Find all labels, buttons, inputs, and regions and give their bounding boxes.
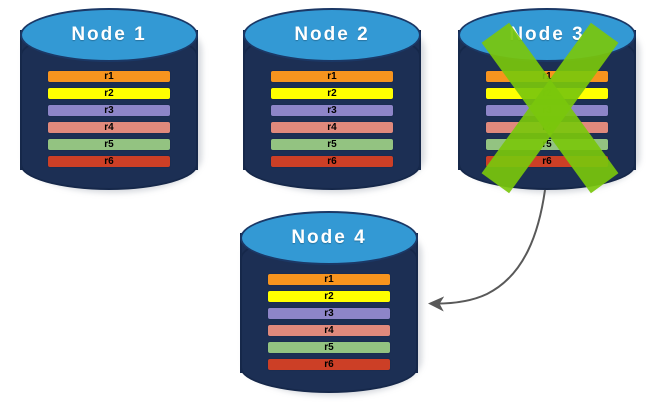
- node4-row-r2[interactable]: r2: [267, 290, 391, 303]
- node3-row-r2[interactable]: r2: [485, 87, 609, 100]
- node2-label: Node 2: [294, 24, 370, 45]
- node4-label: Node 4: [291, 227, 367, 248]
- node1-row-r2[interactable]: r2: [47, 87, 171, 100]
- node2-row-list: r1 r2 r3 r4 r5 r6: [270, 70, 394, 168]
- node3-row-r6[interactable]: r6: [485, 155, 609, 168]
- node4-row-r4[interactable]: r4: [267, 324, 391, 337]
- node3-row-r5[interactable]: r5: [485, 138, 609, 151]
- node1-cylinder-top: Node 1: [20, 8, 198, 62]
- node4-row-r5[interactable]: r5: [267, 341, 391, 354]
- node-card-node2[interactable]: Node 2 r1 r2 r3 r4 r5 r6: [243, 8, 425, 193]
- node4-row-r3[interactable]: r3: [267, 307, 391, 320]
- node3-row-r4[interactable]: r4: [485, 121, 609, 134]
- node1-label: Node 1: [71, 24, 147, 45]
- node2-row-r3[interactable]: r3: [270, 104, 394, 117]
- node3-cylinder-top: Node 3: [458, 8, 636, 62]
- node2-row-r2[interactable]: r2: [270, 87, 394, 100]
- node3-row-list: r1 r2 r3 r4 r5 r6: [485, 70, 609, 168]
- node-card-node1[interactable]: Node 1 r1 r2 r3 r4 r5 r6: [20, 8, 202, 193]
- node1-row-list: r1 r2 r3 r4 r5 r6: [47, 70, 171, 168]
- node-card-node4[interactable]: Node 4 r1 r2 r3 r4 r5 r6: [240, 211, 422, 396]
- node3-row-r1[interactable]: r1: [485, 70, 609, 83]
- node2-row-r1[interactable]: r1: [270, 70, 394, 83]
- node4-row-list: r1 r2 r3 r4 r5 r6: [267, 273, 391, 371]
- node1-row-r3[interactable]: r3: [47, 104, 171, 117]
- node4-row-r6[interactable]: r6: [267, 358, 391, 371]
- node1-row-r4[interactable]: r4: [47, 121, 171, 134]
- node2-row-r4[interactable]: r4: [270, 121, 394, 134]
- node2-row-r5[interactable]: r5: [270, 138, 394, 151]
- node4-row-r1[interactable]: r1: [267, 273, 391, 286]
- node1-row-r6[interactable]: r6: [47, 155, 171, 168]
- node3-label: Node 3: [509, 24, 585, 45]
- node1-row-r1[interactable]: r1: [47, 70, 171, 83]
- arrow-path: [428, 189, 546, 312]
- node2-row-r6[interactable]: r6: [270, 155, 394, 168]
- node2-cylinder-top: Node 2: [243, 8, 421, 62]
- node-card-node3[interactable]: Node 3 r1 r2 r3 r4 r5 r6: [458, 8, 640, 194]
- node4-cylinder-top: Node 4: [240, 211, 418, 265]
- node3-row-r3[interactable]: r3: [485, 104, 609, 117]
- node1-row-r5[interactable]: r5: [47, 138, 171, 151]
